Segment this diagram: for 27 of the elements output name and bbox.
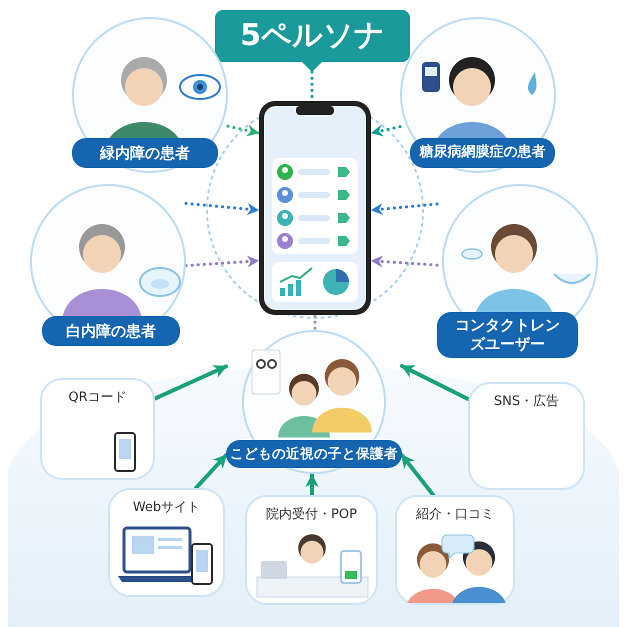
arrow: [400, 453, 436, 497]
persona-label: こどもの近視の子と保護者: [226, 440, 402, 468]
arrow: [370, 256, 438, 268]
arrow: [305, 473, 319, 497]
card-title: Webサイト: [132, 500, 200, 515]
persona-label: 糖尿病網膜症の患者: [410, 138, 555, 168]
arrow: [370, 124, 402, 136]
smartphone-drawing: [258, 100, 372, 316]
card-title: QRコード: [68, 390, 127, 405]
channel-card: [395, 495, 515, 605]
persona-label: コンタクトレンズユーザー: [437, 312, 578, 358]
channel-card: [468, 382, 585, 490]
card-title: SNS・広告: [494, 394, 560, 409]
title-callout: 5ペルソナ: [215, 10, 410, 72]
card-title: 院内受付・POP: [266, 507, 357, 522]
persona-label: 白内障の患者: [42, 316, 180, 346]
arrow: [153, 364, 228, 401]
connector-line: [314, 314, 316, 332]
arrow: [400, 364, 470, 401]
channel-card: [40, 378, 155, 480]
channel-card: [108, 488, 225, 597]
persona-label: 緑内障の患者: [72, 138, 218, 168]
arrow: [194, 453, 228, 490]
channel-card: [245, 495, 378, 605]
card-title: 紹介・口コミ: [416, 507, 494, 522]
arrow: [226, 124, 260, 136]
arrow: [184, 256, 260, 268]
